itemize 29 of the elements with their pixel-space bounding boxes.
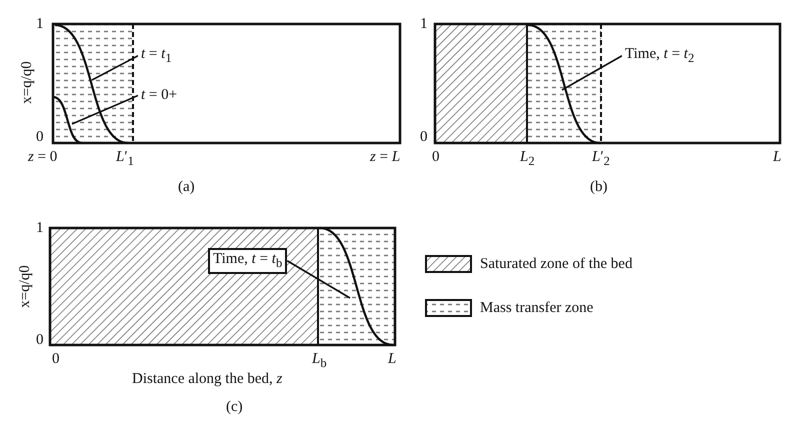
axis-label: L′$_{1}$ xyxy=(116,150,134,168)
axis-title: x=q/q0 xyxy=(18,265,33,308)
leader-line xyxy=(562,55,622,91)
tick-label: 1 xyxy=(36,221,44,236)
panel-label: (c) xyxy=(226,400,243,415)
panel-label: (a) xyxy=(178,180,195,195)
tick-label: 0 xyxy=(36,333,44,348)
tick-label: 0 xyxy=(52,352,60,367)
axis-label: L$_{b}$ xyxy=(312,352,327,370)
tick-label: 0 xyxy=(432,150,440,165)
legend-label: Mass transfer zone xyxy=(480,301,594,316)
axis-title: Distance along the bed, z xyxy=(132,372,282,387)
axis-label: z = 0 xyxy=(28,150,58,165)
tick-label: 0 xyxy=(36,130,44,145)
axis-label: L xyxy=(388,352,396,367)
tick-label: 1 xyxy=(36,17,44,32)
legend-label: Saturated zone of the bed xyxy=(480,257,632,272)
tick-label: 1 xyxy=(420,17,428,32)
time-label-box: Time, t = t$_{b}$ xyxy=(208,248,288,274)
leader-line xyxy=(72,94,138,125)
axis-label: L$_{2}$ xyxy=(520,150,535,168)
axis-title: x=q/q0 xyxy=(20,61,35,104)
axis-label: L′$_{2}$ xyxy=(592,150,610,168)
leader-line xyxy=(92,55,138,81)
leader-line xyxy=(286,260,350,299)
panel-label: (b) xyxy=(590,180,608,195)
tick-label: 0 xyxy=(420,130,428,145)
axis-label: L xyxy=(773,150,782,165)
axis-label: z = L xyxy=(370,150,400,165)
